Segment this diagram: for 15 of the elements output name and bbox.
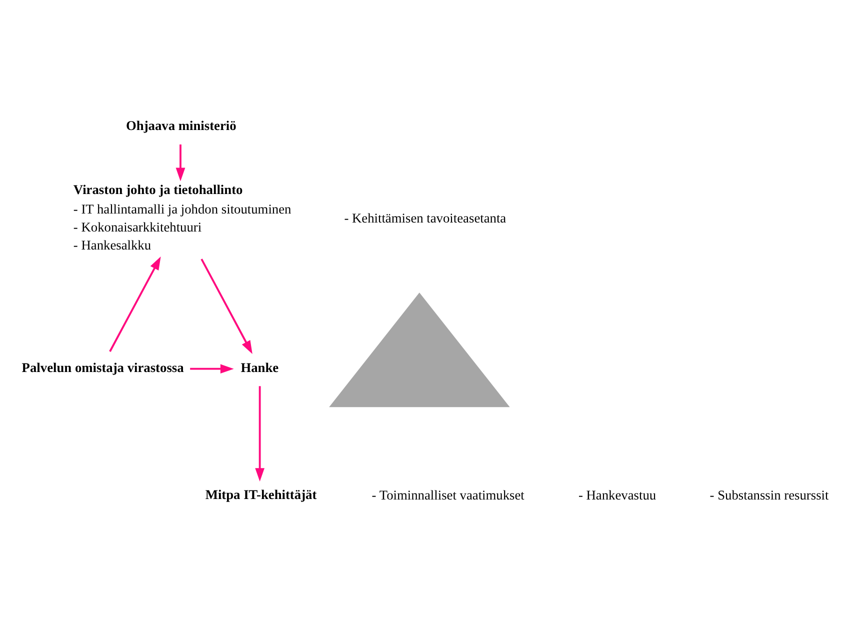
- arrow: [176, 144, 186, 182]
- label: - Kehittämisen tavoiteasetanta: [344, 210, 506, 226]
- arrow: [255, 386, 264, 482]
- arrow: [200, 258, 252, 354]
- node-text: Hanke: [240, 360, 279, 375]
- arrow: [190, 364, 234, 374]
- label: - Substanssin resurssit: [710, 488, 829, 503]
- node-text: Mitpa IT-kehittäjät: [205, 487, 317, 502]
- node-triangle: [329, 292, 510, 408]
- node-text: Ohjaava ministeriö: [126, 118, 236, 134]
- arrow: [109, 256, 161, 352]
- label: - Hankevastuu: [578, 488, 656, 503]
- node-text: Viraston johto ja tietohallinto - IT hallintamalli ja johdon sitoutuminen - Kokonaisarkkitehtuuri - Hankesalkku: [73, 182, 292, 253]
- label: - Toiminnalliset vaatimukset: [372, 488, 524, 503]
- node-text: Palvelun omistaja virastossa: [22, 360, 184, 375]
